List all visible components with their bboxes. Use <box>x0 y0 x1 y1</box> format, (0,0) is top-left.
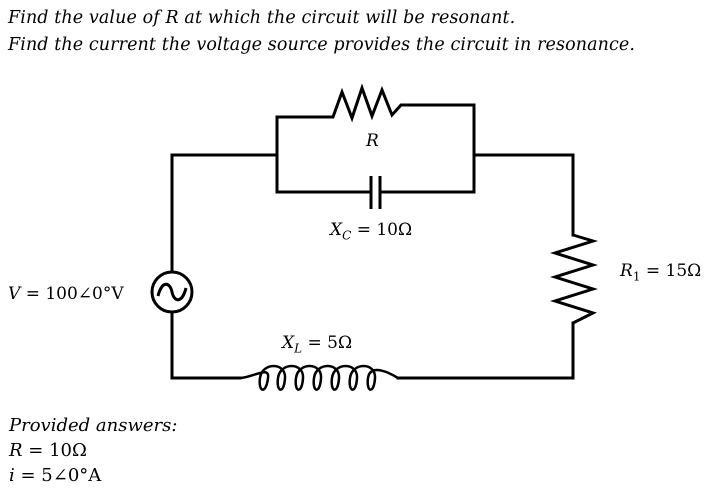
wire-top-right <box>472 153 575 237</box>
wire-bottom-left <box>170 310 242 380</box>
inductor <box>239 364 399 391</box>
resistor-r1-value: = 15Ω <box>645 261 702 281</box>
answer-i-symbol: i <box>9 465 15 486</box>
capacitor-label: XC = 10Ω <box>330 220 412 242</box>
capacitor-value: = 10Ω <box>356 220 413 240</box>
parallel-branch-left <box>275 115 373 194</box>
resistor-r <box>277 83 446 123</box>
resistor-r1-label: R1 = 15Ω <box>620 261 701 283</box>
answer-i: i = 5∠0°A <box>9 465 101 486</box>
inductor-subscript: L <box>294 341 303 356</box>
source-symbol: V <box>8 284 21 304</box>
capacitor <box>369 176 382 209</box>
resistor-r-label: R <box>366 131 379 151</box>
answer-r-value: = 10Ω <box>28 440 87 461</box>
answer-i-value: = 5∠0°A <box>20 465 102 486</box>
source-value: = 100∠0°V <box>25 284 124 304</box>
inductor-value: = 5Ω <box>307 333 353 353</box>
answer-r-symbol: R <box>9 440 23 461</box>
ac-source-icon <box>150 270 194 314</box>
inductor-symbol: X <box>282 333 295 353</box>
answers-heading: Provided answers: <box>9 415 178 436</box>
wire-left-top <box>170 153 279 274</box>
source-label: V = 100∠0°V <box>8 284 124 304</box>
problem-line-2: Find the current the voltage source prov… <box>8 35 636 55</box>
resistor-r1 <box>550 233 599 325</box>
resistor-r1-symbol: R <box>620 261 633 281</box>
capacitor-subscript: C <box>342 228 352 243</box>
inductor-label: XL = 5Ω <box>282 333 352 355</box>
capacitor-symbol: X <box>330 220 343 240</box>
answer-r: R = 10Ω <box>9 440 87 461</box>
wire-right-bottom <box>396 321 575 380</box>
parallel-branch-right <box>378 103 476 194</box>
problem-line-1: Find the value of R at which the circuit… <box>8 8 516 28</box>
resistor-r1-subscript: 1 <box>632 269 641 284</box>
